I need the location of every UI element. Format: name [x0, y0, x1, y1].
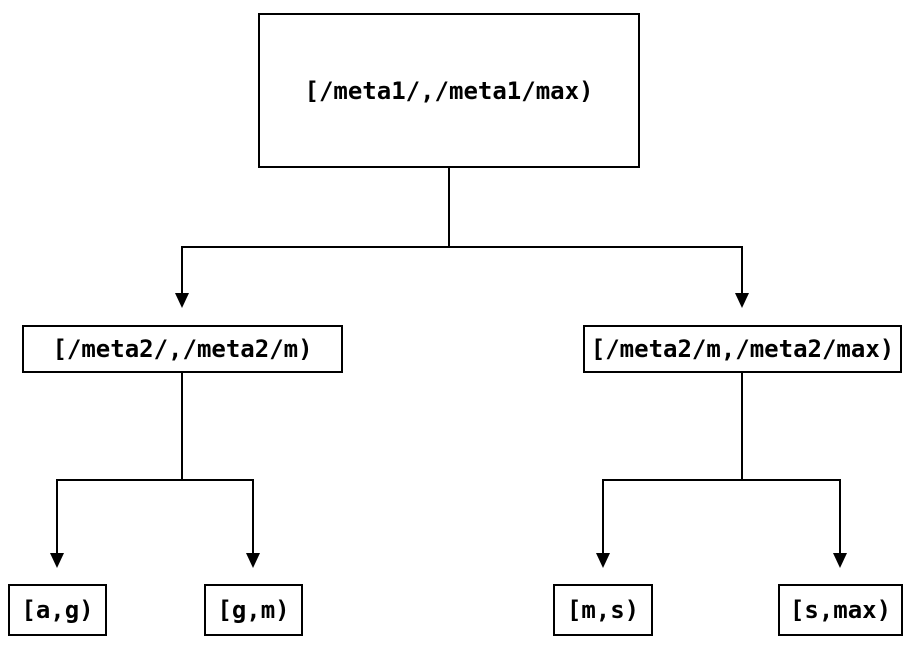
- edge-meta2-right-stem: [741, 373, 743, 480]
- node-leaf-s-max: [s,max): [778, 584, 903, 636]
- arrowhead-down-icon: [246, 553, 260, 568]
- arrowhead-down-icon: [596, 553, 610, 568]
- edge-level1-horizontal: [181, 246, 743, 248]
- edge-drop-to-meta2-right: [741, 246, 743, 294]
- node-leaf-a-g: [a,g): [8, 584, 107, 636]
- edge-drop-to-leaf-s-max: [839, 479, 841, 554]
- edge-root-stem: [448, 168, 450, 247]
- node-root-meta1-range: [/meta1/,/meta1/max): [258, 13, 640, 168]
- arrowhead-down-icon: [735, 293, 749, 308]
- node-meta2-left-range: [/meta2/,/meta2/m): [22, 325, 343, 373]
- arrowhead-down-icon: [50, 553, 64, 568]
- edge-left-subtree-horizontal: [56, 479, 254, 481]
- node-leaf-m-s: [m,s): [553, 584, 653, 636]
- edge-drop-to-leaf-g-m: [252, 479, 254, 554]
- edge-meta2-left-stem: [181, 373, 183, 480]
- edge-drop-to-leaf-a-g: [56, 479, 58, 554]
- arrowhead-down-icon: [175, 293, 189, 308]
- edge-drop-to-meta2-left: [181, 246, 183, 294]
- edge-right-subtree-horizontal: [602, 479, 841, 481]
- node-meta2-right-range: [/meta2/m,/meta2/max): [583, 325, 902, 373]
- node-leaf-g-m: [g,m): [204, 584, 303, 636]
- arrowhead-down-icon: [833, 553, 847, 568]
- edge-drop-to-leaf-m-s: [602, 479, 604, 554]
